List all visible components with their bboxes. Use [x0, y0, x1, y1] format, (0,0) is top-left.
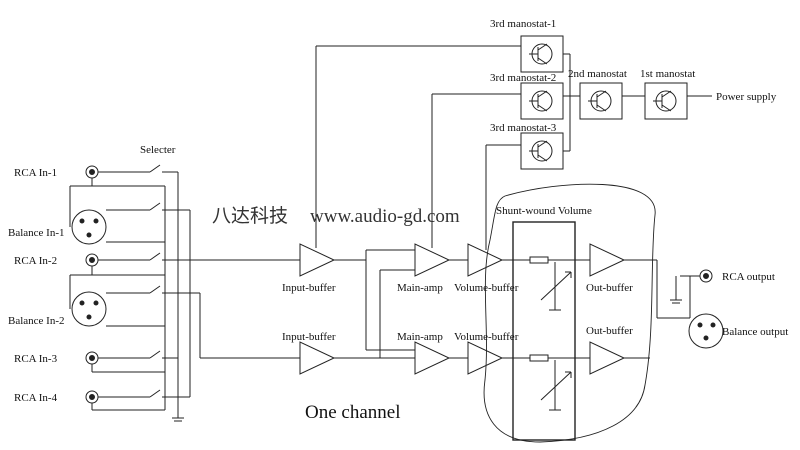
regulator-2nd — [579, 82, 623, 120]
xlr-jack-1 — [71, 209, 107, 245]
out-buffer-top — [589, 243, 626, 277]
shunt-volume-box — [512, 221, 576, 441]
selector-label: Selecter — [140, 144, 176, 156]
regulator-3rd-1-label: 3rd manostat-1 — [490, 18, 556, 30]
volume-buffer-bottom — [467, 341, 504, 375]
rca-output-label: RCA output — [722, 271, 775, 283]
volume-buffer-top — [467, 243, 504, 277]
out-buffer-bottom-label: Out-buffer — [586, 325, 633, 337]
regulator-3rd-3 — [520, 132, 564, 170]
rca-in-2-label: RCA In-2 — [14, 255, 57, 267]
rca-output-jack — [699, 269, 713, 283]
regulator-3rd-1 — [520, 35, 564, 73]
shunt-boundary — [483, 183, 656, 443]
input-buffer-top-label: Input-buffer — [282, 282, 336, 294]
out-buffer-bottom — [589, 341, 626, 375]
main-amp-bottom — [414, 341, 451, 375]
input-buffer-bottom-label: Input-buffer — [282, 331, 336, 343]
rca-jack-3 — [85, 351, 99, 365]
regulator-1st — [644, 82, 688, 120]
out-buffer-top-label: Out-buffer — [586, 282, 633, 294]
xlr-jack-2 — [71, 291, 107, 327]
rca-in-1-label: RCA In-1 — [14, 167, 57, 179]
xlr-output-jack — [688, 313, 724, 349]
input-buffer-top — [299, 243, 336, 277]
main-amp-bottom-label: Main-amp — [397, 331, 443, 343]
regulator-3rd-3-label: 3rd manostat-3 — [490, 122, 557, 134]
rca-in-4-label: RCA In-4 — [14, 392, 58, 404]
rca-in-3-label: RCA In-3 — [14, 353, 58, 365]
rca-jack-1 — [85, 165, 99, 179]
watermark-url: www.audio-gd.com — [310, 206, 460, 227]
shunt-pot-bottom — [540, 360, 572, 411]
main-amp-top-label: Main-amp — [397, 282, 443, 294]
rca-jack-4 — [85, 390, 99, 404]
regulator-3rd-2 — [520, 82, 564, 120]
balance-in-2-label: Balance In-2 — [8, 315, 65, 327]
shunt-pot-top — [540, 262, 572, 311]
balance-output-label: Balance output — [722, 326, 788, 338]
rca-jack-2 — [85, 253, 99, 267]
watermark-cn: 八达科技 — [212, 205, 288, 227]
volume-buffer-bottom-label: Volume-buffer — [454, 331, 519, 343]
main-amp-top — [414, 243, 451, 277]
regulator-3rd-2-label: 3rd manostat-2 — [490, 72, 556, 84]
regulator-2nd-label: 2nd manostat — [568, 68, 627, 80]
input-buffer-bottom — [299, 341, 336, 375]
volume-buffer-top-label: Volume-buffer — [454, 282, 519, 294]
power-supply-label: Power supply — [716, 91, 777, 103]
selector-switches — [149, 164, 190, 398]
regulator-1st-label: 1st manostat — [640, 68, 695, 80]
balance-in-1-label: Balance In-1 — [8, 227, 65, 239]
caption: One channel — [305, 402, 400, 423]
shunt-volume-label: Shunt-wound Volume — [496, 205, 592, 217]
